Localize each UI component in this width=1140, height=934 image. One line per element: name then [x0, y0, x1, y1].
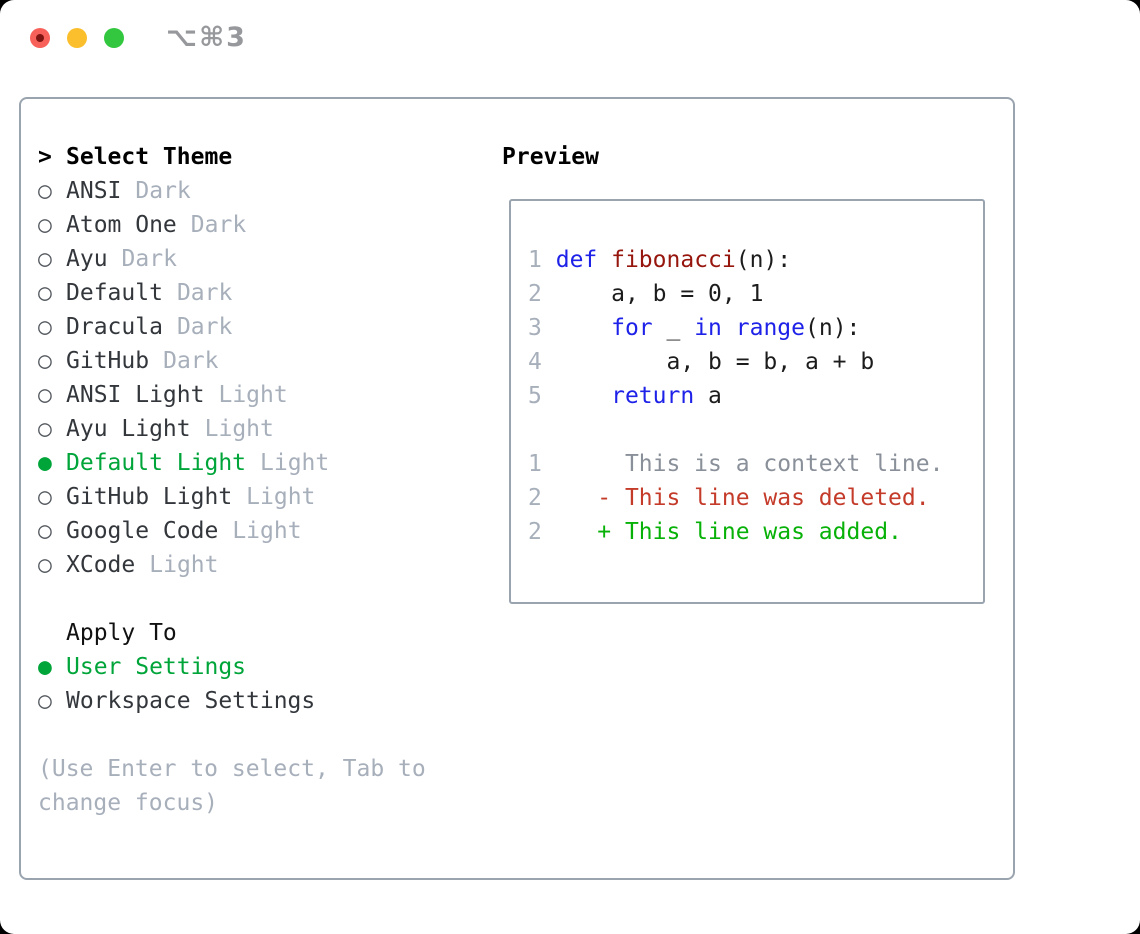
code-line: 3 for _ in range(n):	[528, 315, 861, 341]
theme-variant-badge: Light	[218, 382, 288, 408]
radio-unselected-icon: ○	[38, 688, 52, 714]
radio-unselected-icon: ○	[38, 484, 52, 510]
apply-to-header: Apply To	[38, 616, 468, 650]
line-number: 1	[528, 451, 542, 477]
preview-title: Preview	[502, 144, 599, 170]
theme-variant-badge: Dark	[176, 314, 233, 340]
minimize-button[interactable]	[67, 28, 87, 48]
radio-unselected-icon: ○	[38, 416, 52, 442]
apply-to-title: Apply To	[66, 620, 177, 646]
radio-unselected-icon: ○	[38, 246, 52, 272]
theme-variant-badge: Light	[246, 484, 316, 510]
apply-option-user-settings[interactable]: ●User Settings	[38, 650, 468, 684]
theme-menu-header: > Select Theme	[38, 140, 468, 174]
theme-variant-badge: Dark	[163, 348, 219, 374]
diff-context-line: 1 This is a context line.	[528, 451, 944, 477]
code-line: 4 a, b = b, a + b	[528, 349, 875, 375]
theme-variant-badge: Light	[149, 552, 219, 578]
preview-pane: 1 def fibonacci(n): 2 a, b = 0, 1 3 for …	[509, 199, 985, 604]
line-number: 1	[528, 247, 542, 273]
code-line-blank	[528, 413, 983, 447]
line-number: 3	[528, 315, 542, 341]
theme-variant-badge: Dark	[121, 246, 177, 272]
diff-added-line: 2 + This line was added.	[528, 519, 902, 545]
radio-selected-icon: ●	[38, 654, 52, 680]
close-button[interactable]	[30, 28, 50, 48]
radio-unselected-icon: ○	[38, 314, 52, 340]
radio-unselected-icon: ○	[38, 552, 52, 578]
cursor-caret-icon: >	[38, 144, 52, 170]
line-number: 5	[528, 383, 542, 409]
theme-variant-badge: Dark	[176, 280, 233, 306]
theme-menu-title: Select Theme	[66, 144, 233, 170]
radio-unselected-icon: ○	[38, 212, 52, 238]
radio-unselected-icon: ○	[38, 178, 52, 204]
diff-deleted-line: 2 - This line was deleted.	[528, 485, 930, 511]
line-number: 2	[528, 519, 542, 545]
theme-variant-badge: Light	[260, 450, 330, 476]
line-number: 2	[528, 281, 542, 307]
radio-unselected-icon: ○	[38, 518, 52, 544]
theme-variant-badge: Light	[204, 416, 274, 442]
line-number: 2	[528, 485, 542, 511]
radio-unselected-icon: ○	[38, 348, 52, 374]
radio-unselected-icon: ○	[38, 382, 52, 408]
theme-variant-badge: Light	[232, 518, 302, 544]
code-line: 2 a, b = 0, 1	[528, 281, 764, 307]
titlebar	[30, 28, 124, 48]
unsaved-changes-dot-icon	[36, 34, 44, 42]
theme-variant-badge: Dark	[190, 212, 247, 238]
radio-selected-icon: ●	[38, 450, 52, 476]
code-line: 5 return a	[528, 383, 722, 409]
code-line: 1 def fibonacci(n):	[528, 247, 792, 273]
line-number: 4	[528, 349, 542, 375]
window-title: ⌥⌘3	[166, 22, 247, 53]
theme-variant-badge: Dark	[135, 178, 191, 204]
radio-unselected-icon: ○	[38, 280, 52, 306]
keyboard-hint: (Use Enter to select, Tab to change focu…	[38, 756, 426, 816]
apply-option-workspace-settings[interactable]: ○Workspace Settings	[38, 684, 468, 718]
zoom-button[interactable]	[104, 28, 124, 48]
